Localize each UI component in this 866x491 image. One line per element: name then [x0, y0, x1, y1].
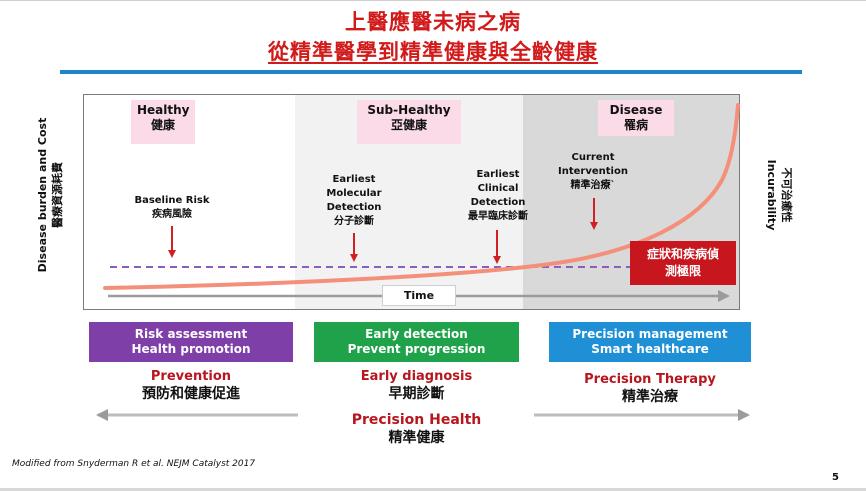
intervention-l1: Current	[571, 152, 615, 163]
precision-therapy-caption: Precision Therapy 精準治療	[549, 371, 751, 406]
precision-management-l2: Smart healthcare	[591, 342, 709, 356]
stage-healthy-en: Healthy	[137, 103, 190, 117]
stage-disease-zh: 罹病	[623, 118, 648, 132]
molecular-l4: 分子診斷	[334, 216, 374, 227]
prevention-caption: Prevention 預防和健康促進	[89, 368, 293, 403]
stage-disease-en: Disease	[609, 103, 663, 117]
stage-disease: Disease 罹病	[598, 100, 674, 136]
intervention-note: Current Intervention 精準治療`	[550, 151, 636, 193]
bottom-edge-line	[0, 488, 866, 491]
left-axis-en: Disease burden and Cost	[36, 117, 49, 273]
left-axis-label: Disease burden and Cost 醫療資源耗費	[30, 110, 70, 280]
detection-limit-l2: 測極限	[664, 264, 701, 278]
page-number: 5	[832, 472, 839, 483]
molecular-l2: Molecular	[326, 188, 382, 199]
detection-limit-box: 症狀和疾病偵 測極限	[630, 241, 736, 285]
intervention-l3: 精準治療`	[570, 180, 616, 191]
precision-management-bar: Precision management Smart healthcare	[549, 322, 751, 362]
early-diagnosis-caption: Early diagnosis 早期診斷	[314, 368, 519, 403]
precision-health-zh: 精準健康	[388, 430, 445, 446]
right-axis-en: Incurability	[765, 159, 778, 231]
clinical-l1: Earliest	[476, 169, 520, 180]
early-detection-l1: Early detection	[365, 327, 468, 341]
top-edge-line	[0, 0, 866, 1]
early-diagnosis-en: Early diagnosis	[360, 369, 473, 384]
risk-assessment-l1: Risk assessment	[134, 327, 248, 341]
right-axis-zh: 不可治癒性	[780, 167, 793, 223]
title-line-2: 從精準醫學到精準健康與全齡健康	[268, 40, 598, 64]
prevention-en: Prevention	[150, 369, 232, 384]
left-axis-zh: 醫療資源耗費	[51, 162, 64, 228]
title-divider	[60, 70, 802, 74]
detection-limit-l1: 症狀和疾病偵	[646, 247, 719, 261]
prevention-zh: 預防和健康促進	[142, 386, 240, 402]
molecular-l3: Detection	[326, 202, 382, 213]
baseline-risk-note: Baseline Risk 疾病風險	[122, 194, 222, 222]
precision-therapy-zh: 精準治療	[622, 389, 678, 405]
clinical-detection-note: Earliest Clinical Detection 最早臨床診斷	[450, 168, 546, 224]
precision-management-l1: Precision management	[572, 327, 728, 341]
right-axis-label: 不可治癒性 Incurability	[759, 110, 799, 280]
clinical-l4: 最早臨床診斷	[468, 211, 528, 222]
clinical-l2: Clinical	[477, 183, 519, 194]
risk-assessment-bar: Risk assessment Health promotion	[89, 322, 293, 362]
risk-assessment-l2: Health promotion	[131, 342, 251, 356]
stage-sub-healthy-zh: 亞健康	[390, 118, 427, 132]
time-label: Time	[382, 285, 456, 306]
precision-therapy-en: Precision Therapy	[584, 372, 716, 387]
clinical-l3: Detection	[470, 197, 526, 208]
stage-sub-healthy-en: Sub-Healthy	[367, 103, 451, 117]
early-detection-l2: Prevent progression	[347, 342, 486, 356]
stage-sub-healthy: Sub-Healthy 亞健康	[357, 100, 461, 144]
early-detection-bar: Early detection Prevent progression	[314, 322, 519, 362]
precision-health-caption: Precision Health 精準健康	[314, 412, 519, 447]
stage-healthy-zh: 健康	[150, 118, 175, 132]
intervention-l2: Intervention	[558, 166, 628, 177]
title-line-1: 上醫應醫未病之病	[345, 10, 521, 34]
baseline-risk-l2: 疾病風險	[152, 209, 192, 220]
early-diagnosis-zh: 早期診斷	[388, 386, 445, 402]
stage-healthy: Healthy 健康	[131, 100, 195, 144]
baseline-risk-l1: Baseline Risk	[134, 195, 210, 206]
molecular-detection-note: Earliest Molecular Detection 分子診斷	[313, 173, 395, 229]
molecular-l1: Earliest	[332, 174, 376, 185]
disease-burden-curve	[103, 103, 740, 290]
source-footnote: Modified from Snyderman R et al. NEJM Ca…	[12, 459, 256, 469]
precision-health-en: Precision Health	[351, 412, 482, 428]
